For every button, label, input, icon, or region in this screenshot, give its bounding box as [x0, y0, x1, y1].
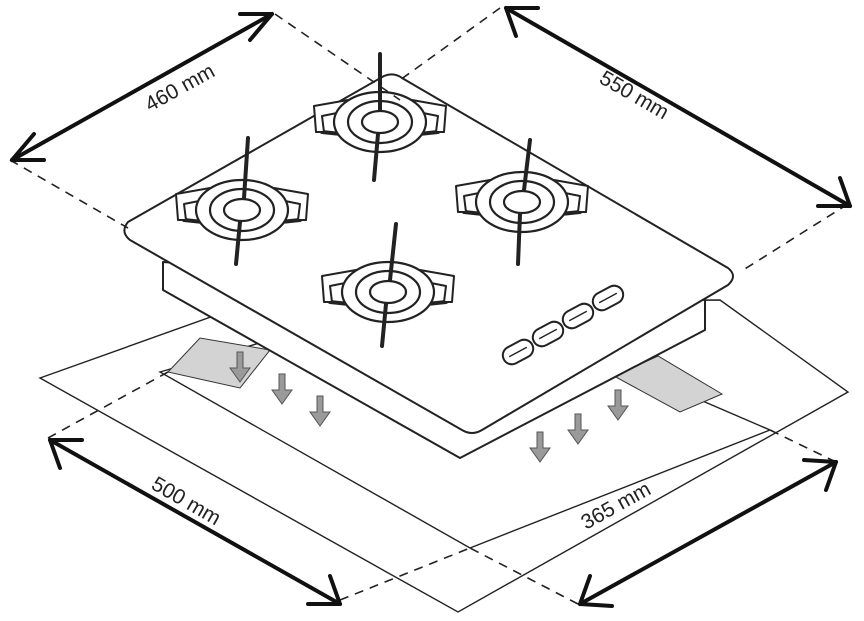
airflow-arrow: [529, 431, 551, 463]
dimension-arrow-460: [10, 12, 274, 162]
extension-lines: [9, 7, 849, 605]
extension-line: [469, 547, 579, 605]
burner-cap: [502, 189, 542, 215]
burner-left: [175, 136, 309, 266]
airflow-arrow: [309, 395, 331, 427]
dimension-label-bottom-right: 365 mm: [577, 477, 654, 534]
knob-3: [561, 302, 595, 330]
burner-right: [455, 138, 589, 266]
dimension-arrow-500: [48, 438, 342, 606]
airflow-arrow: [607, 389, 629, 421]
dimension-arrows: [10, 6, 852, 608]
airflow-arrow: [567, 413, 589, 445]
knob-1: [501, 338, 535, 366]
burner-cap: [222, 197, 262, 223]
burner-front: [321, 222, 455, 348]
dimension-label-top-left: 460 mm: [141, 59, 218, 116]
extension-line: [769, 429, 837, 463]
extension-line: [9, 159, 129, 229]
hob-glass-top: [123, 73, 734, 434]
dimension-arrow-550: [504, 6, 852, 208]
ventilation-slot-left: [167, 337, 271, 389]
extension-line: [47, 371, 169, 439]
extension-line: [399, 7, 501, 81]
burner-cap: [360, 109, 400, 135]
extension-line: [339, 547, 471, 601]
burner-rear: [313, 52, 447, 182]
extension-line: [739, 203, 849, 273]
airflow-arrow: [271, 373, 293, 405]
burner-cap: [368, 279, 408, 305]
knob-4: [591, 284, 625, 312]
control-knobs: [501, 284, 625, 366]
dimension-arrow-365: [578, 458, 838, 608]
airflow-arrow: [229, 351, 251, 383]
airflow-arrows: [229, 351, 629, 463]
knob-2: [531, 320, 565, 348]
